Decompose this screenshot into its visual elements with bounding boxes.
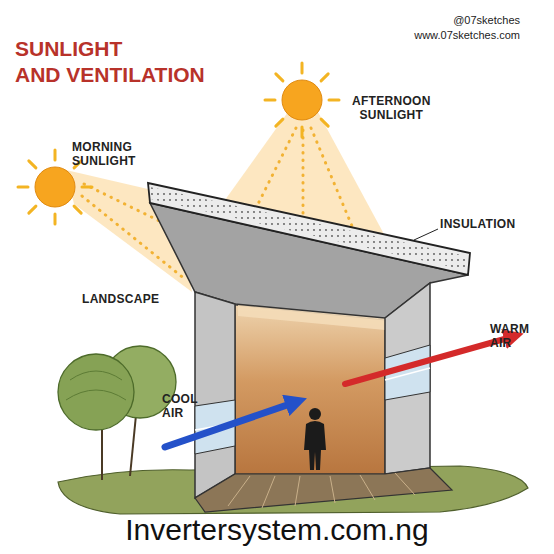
trees [58,346,176,480]
sun-ray [276,74,283,81]
sun-label: MORNING SUNLIGHT [72,140,136,168]
tree-canopy [58,354,134,430]
watermark: www.07sketches.com [414,29,520,42]
part-label: LANDSCAPE [82,292,159,306]
wood-floor [195,468,452,512]
air-label: COOL AIR [162,392,198,420]
tree-trunk [101,425,103,480]
watermark: @07sketches [453,14,520,27]
sun-disc [35,167,75,207]
title: SUNLIGHT AND VENTILATION [15,37,205,86]
sun-label: AFTERNOON SUNLIGHT [352,94,431,122]
leader-line [414,229,438,240]
sun-ray [321,74,328,81]
canopy-shading [66,390,126,400]
sun-ray [18,186,28,189]
sun-ray [54,150,57,160]
sun-ray-dots [302,130,305,214]
roof-insulation [150,187,466,270]
watermark: Invertersystem.com.ng [0,512,554,548]
back-wall [235,305,385,474]
sun-ray [82,186,92,189]
floor-board [360,475,375,500]
sun-ray [301,127,304,137]
tree-trunk [130,415,136,476]
sun-ray-dots [258,128,296,204]
warm-air-arrow [345,338,508,384]
sun-rays [265,63,339,137]
sun-ray [29,161,36,168]
sun-ray [74,206,81,213]
sun-ray [321,119,328,126]
floor-boards [228,473,415,508]
part-label: INSULATION [440,217,515,231]
afternoon-sun [265,63,339,137]
person-head [309,408,321,420]
sun-ray [29,206,36,213]
person-silhouette [304,408,326,470]
floor-board [395,473,415,495]
sun-ray [329,99,339,102]
right-wall [385,283,430,474]
title-block: SUNLIGHT AND VENTILATION [15,36,220,88]
sun-disc [282,80,322,120]
left-wall [195,292,235,498]
sun-ray [301,63,304,73]
canopy-shading [70,371,122,380]
sun-ray-dots [311,128,352,226]
floor-board [295,476,300,506]
person-body [304,421,326,470]
floor-board [262,476,275,508]
floor-board [330,476,335,503]
floor-board [228,476,250,506]
air-label: WARM AIR [490,322,529,350]
roof-slab [148,183,470,275]
sun-ray [54,214,57,224]
cool-air-arrow [165,404,290,447]
sun-ray [276,119,283,126]
title-spacer [140,36,220,60]
sun-ray [265,99,275,102]
